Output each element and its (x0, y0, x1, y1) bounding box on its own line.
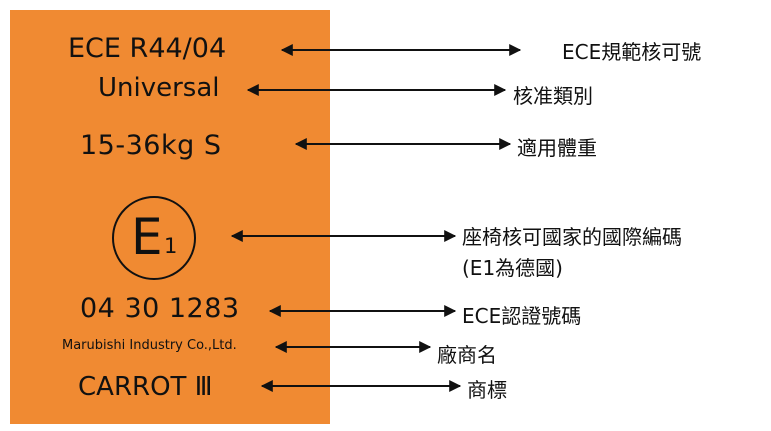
e-mark-letter: E (131, 208, 163, 266)
manufacturer-text: Marubishi Industry Co.,Ltd. (62, 338, 237, 353)
e-mark-country-number: 1 (164, 234, 178, 258)
regulation-text: ECE R44/04 (68, 33, 227, 64)
description-country-code: 座椅核可國家的國際編碼 (462, 225, 682, 249)
description-country-code-note: (E1為德國) (462, 256, 563, 280)
description-regulation: ECE規範核可號 (562, 40, 702, 64)
e-mark-circle: E 1 (112, 196, 196, 280)
weight-range-text: 15-36kg S (80, 130, 222, 161)
description-approval-number: ECE認證號碼 (462, 304, 582, 328)
description-weight-range: 適用體重 (517, 136, 597, 160)
description-brand: 商標 (467, 378, 507, 402)
description-manufacturer: 廠商名 (437, 343, 497, 367)
category-text: Universal (98, 73, 220, 103)
approval-number-text: 04 30 1283 (80, 293, 240, 324)
brand-text: CARROT Ⅲ (78, 372, 213, 402)
description-category: 核准類別 (513, 84, 593, 108)
